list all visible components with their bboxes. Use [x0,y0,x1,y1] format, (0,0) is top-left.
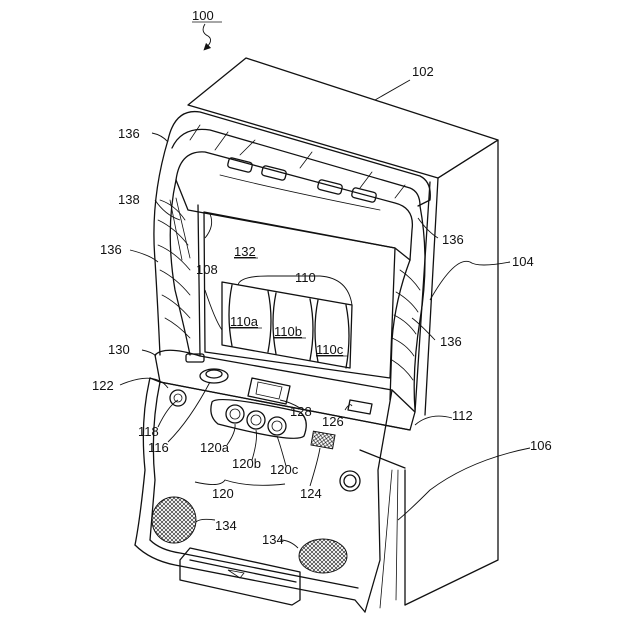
upper-frame [168,112,430,260]
label-110a: 110a [230,314,259,329]
label-100: 100 [192,8,214,23]
cabinet-right-side [405,140,498,605]
label-132: 132 [234,244,256,259]
left-side-frame [154,140,190,355]
lower-cabinet [135,497,365,612]
label-138: 138 [118,192,140,207]
reference-numerals: 100 102 104 106 108 110 110a 110b 110c 1… [92,8,552,547]
label-124: 124 [300,486,322,501]
label-136-top-right: 136 [442,232,464,247]
label-116: 116 [148,440,169,455]
label-126: 126 [322,414,344,429]
label-136-right: 136 [440,334,462,349]
label-128: 128 [290,404,312,419]
label-136-left: 136 [100,242,122,257]
speaker-left [152,497,196,543]
label-112: 112 [452,408,473,423]
label-120b: 120b [232,456,261,471]
control-panel [135,350,415,612]
label-108: 108 [196,262,218,277]
display-window [198,205,395,378]
label-110c: 110c [316,342,344,357]
label-136-top-left: 136 [118,126,140,141]
label-134-left: 134 [215,518,237,533]
label-120c: 120c [270,462,299,477]
label-104: 104 [512,254,534,269]
label-110: 110 [295,270,316,285]
label-130: 130 [108,342,130,357]
label-122: 122 [92,378,114,393]
speaker-right [299,539,347,573]
label-118: 118 [138,424,159,439]
right-side-frame [390,206,425,410]
label-120a: 120a [200,440,230,455]
label-110b: 110b [274,324,302,339]
label-120: 120 [212,486,234,501]
label-106: 106 [530,438,552,453]
label-102: 102 [412,64,434,79]
label-134-right: 134 [262,532,284,547]
